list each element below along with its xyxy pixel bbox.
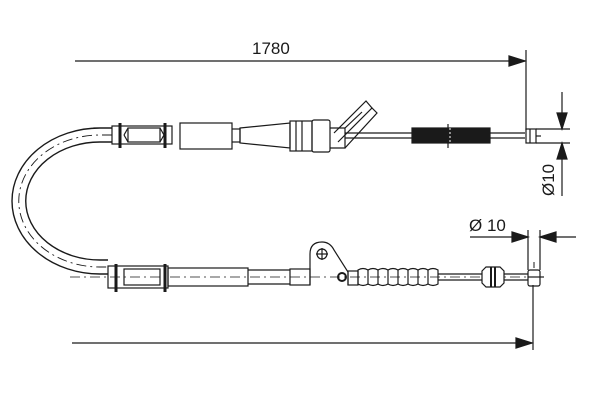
lower-diameter-label: Ø 10 — [469, 216, 506, 235]
lower-eye-end — [527, 262, 544, 287]
upper-sleeve — [179, 119, 331, 153]
bottom-dimension-line — [72, 285, 535, 350]
lower-diameter-dimension — [470, 230, 576, 270]
lower-rubber-boot — [347, 267, 439, 287]
upper-diameter-dimension — [536, 92, 570, 196]
mounting-bracket — [309, 241, 349, 285]
lower-ferrule — [107, 264, 169, 292]
lower-inner-cable — [438, 266, 528, 288]
upper-ferrule — [111, 123, 173, 148]
upper-diameter-label: Ø10 — [539, 163, 558, 196]
overall-length-label: 1780 — [252, 39, 290, 58]
upper-bellows-spring — [411, 124, 491, 148]
upper-eye-end — [525, 128, 541, 144]
lower-sleeve — [70, 267, 530, 287]
upper-inner-cable — [345, 132, 525, 139]
curved-sheath — [11, 127, 112, 275]
angled-lever — [330, 100, 378, 149]
top-dimension-line — [75, 50, 528, 130]
